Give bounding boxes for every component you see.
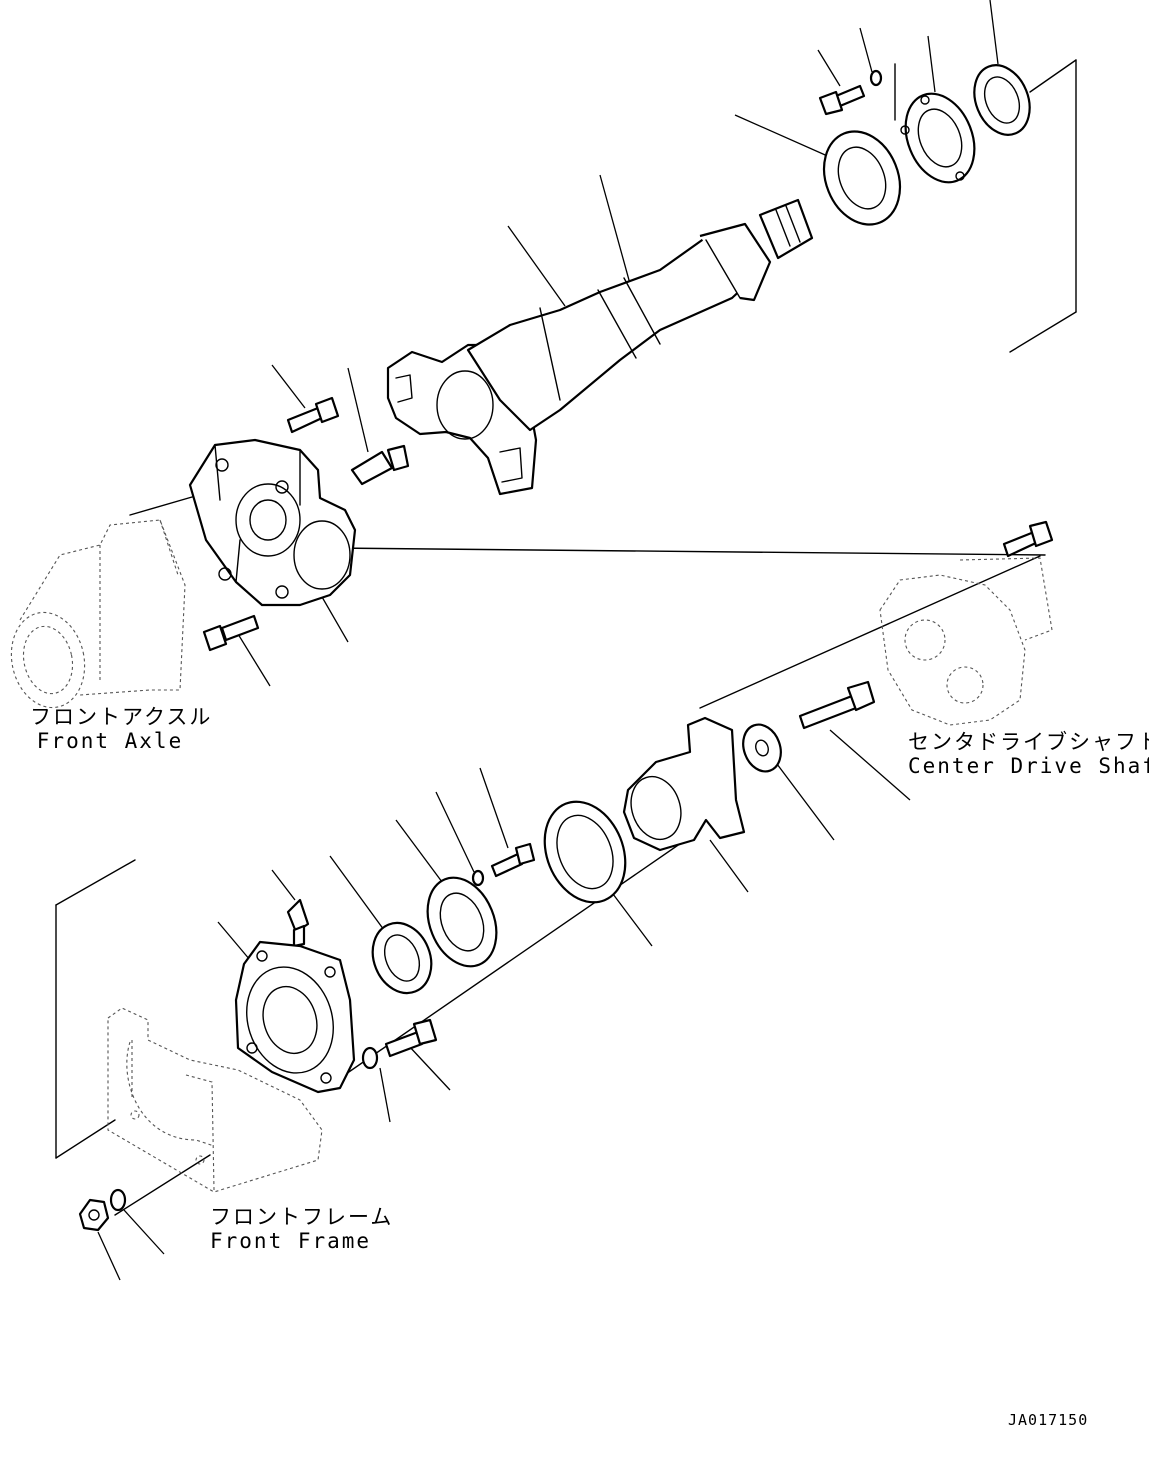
grease-fitting-upper [350, 444, 410, 486]
bolt-center-upper [1002, 520, 1054, 558]
front-axle-label-jp: フロントアクスル [30, 705, 213, 729]
front-frame-label: フロントフレーム Front Frame [210, 1205, 394, 1253]
center-drive-shaft-label: センタドライブシャフト Center Drive Shaft [908, 730, 1149, 778]
washer-lower [471, 869, 485, 887]
nut [78, 1198, 110, 1232]
drive-shaft-tube [466, 198, 814, 432]
bolt-upper-coupling [286, 396, 340, 434]
bolt-housing [384, 1018, 438, 1058]
front-frame-label-jp: フロントフレーム [210, 1205, 394, 1229]
center-drive-shaft-label-jp: センタドライブシャフト [908, 730, 1149, 754]
bearing-cap-lower [426, 876, 498, 968]
center-drive-shaft-label-en: Center Drive Shaft [908, 754, 1149, 778]
leader-lines [97, 0, 999, 1281]
bearing-cap-upper [900, 92, 976, 184]
oil-seal-lower [543, 800, 627, 904]
center-drive-shaft-phantom [879, 557, 1053, 726]
oil-seal-upper [973, 64, 1031, 136]
washer-top [869, 69, 883, 87]
drawing-code: JA017150 [1008, 1411, 1089, 1429]
long-bolt [798, 680, 876, 730]
front-axle-phantom [10, 519, 186, 709]
grease-fitting-lower [286, 898, 310, 948]
spacer [742, 723, 782, 773]
bolt-top [818, 84, 866, 116]
lower-yoke [622, 716, 746, 852]
washer-frame [109, 1188, 127, 1212]
bolt-lower-coupling [202, 614, 260, 652]
front-frame-phantom [107, 1007, 323, 1193]
axis-lines [55, 59, 1077, 1216]
bolt-lower-small [490, 842, 536, 878]
front-axle-label-en: Front Axle [36, 729, 184, 753]
bearing-lower [371, 921, 433, 995]
front-coupling [188, 438, 357, 607]
washer-housing [361, 1046, 379, 1070]
bearing-housing [234, 940, 356, 1094]
front-frame-label-en: Front Frame [210, 1229, 372, 1253]
bearing-upper [822, 130, 902, 226]
front-axle-label: フロントアクスル Front Axle [30, 705, 213, 753]
